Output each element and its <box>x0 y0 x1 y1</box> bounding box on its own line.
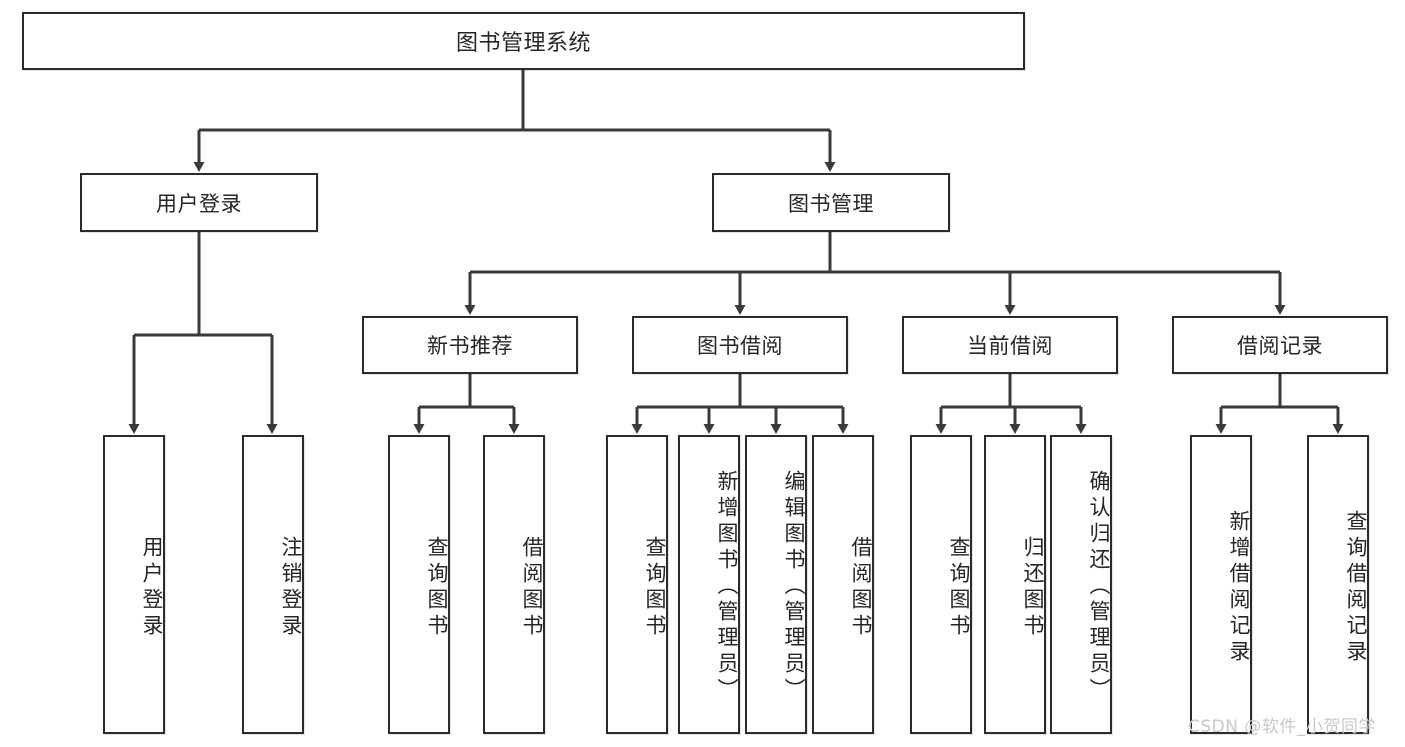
node-new-book-recommend[interactable]: 新书推荐 <box>362 316 578 374</box>
leaf-return-book[interactable]: 归还图书 <box>984 435 1046 734</box>
leaf-add-record[interactable]: 新增借阅记录 <box>1190 435 1252 734</box>
leaf-query-book-2[interactable]: 查询图书 <box>606 435 668 734</box>
node-book-borrow[interactable]: 图书借阅 <box>632 316 848 374</box>
leaf-edit-book[interactable]: 编辑图书（管理员） <box>745 435 807 734</box>
leaf-query-book-3[interactable]: 查询图书 <box>910 435 972 734</box>
node-label: 新增借阅记录 <box>1227 509 1251 666</box>
node-current-borrow[interactable]: 当前借阅 <box>902 316 1118 374</box>
leaf-add-book[interactable]: 新增图书（管理员） <box>678 435 740 734</box>
node-label: 借阅图书 <box>849 535 873 640</box>
node-label: 用户登录 <box>140 535 164 640</box>
node-book-manage[interactable]: 图书管理 <box>712 173 950 232</box>
node-label: 查询借阅记录 <box>1344 509 1368 666</box>
leaf-borrow-book-1[interactable]: 借阅图书 <box>483 435 545 734</box>
node-label: 查询图书 <box>643 535 667 640</box>
leaf-confirm-return[interactable]: 确认归还（管理员） <box>1050 435 1112 734</box>
node-label: 编辑图书（管理员） <box>782 469 806 704</box>
leaf-query-book-1[interactable]: 查询图书 <box>388 435 450 734</box>
node-label: 查询图书 <box>947 535 971 640</box>
node-user-login[interactable]: 用户登录 <box>80 173 318 232</box>
node-label: 确认归还（管理员） <box>1087 469 1111 704</box>
leaf-user-login[interactable]: 用户登录 <box>103 435 165 734</box>
leaf-borrow-book-2[interactable]: 借阅图书 <box>812 435 874 734</box>
node-label: 归还图书 <box>1021 535 1045 640</box>
node-borrow-record[interactable]: 借阅记录 <box>1172 316 1388 374</box>
node-label: 新增图书（管理员） <box>715 469 739 704</box>
node-label: 借阅图书 <box>520 535 544 640</box>
node-label: 查询图书 <box>425 535 449 640</box>
watermark: CSDN @软件_小贺同学 <box>1188 717 1376 737</box>
node-label: 注销登录 <box>279 535 303 640</box>
leaf-user-logout[interactable]: 注销登录 <box>242 435 304 734</box>
node-root[interactable]: 图书管理系统 <box>22 12 1025 70</box>
leaf-query-record[interactable]: 查询借阅记录 <box>1307 435 1369 734</box>
